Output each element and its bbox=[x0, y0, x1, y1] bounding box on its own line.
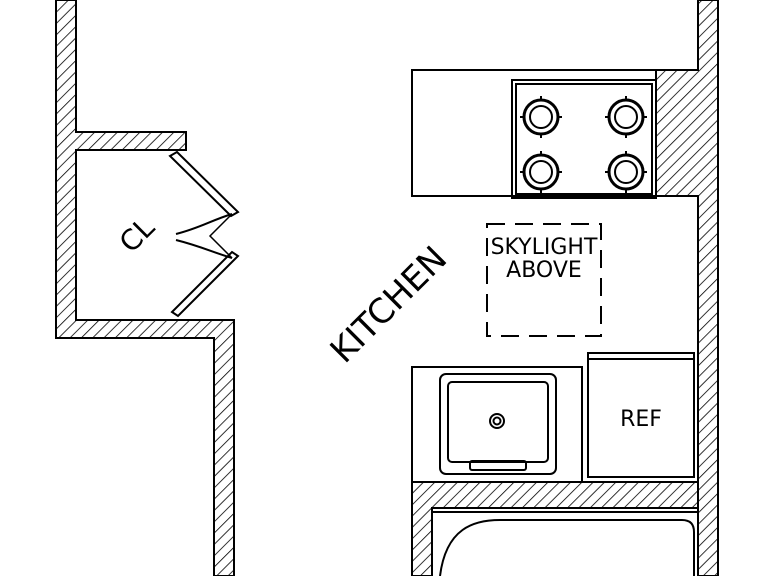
kitchen-label: KITCHEN bbox=[323, 239, 455, 371]
stove-burners bbox=[520, 96, 647, 193]
tub-partition-wall bbox=[411, 481, 699, 576]
bathtub bbox=[431, 511, 699, 576]
sink-drain-icon bbox=[489, 413, 505, 429]
skylight-label-line1: SKYLIGHT bbox=[491, 235, 598, 260]
skylight-outline bbox=[486, 223, 602, 337]
left-wall-upper bbox=[55, 0, 235, 576]
refrigerator-label: REF bbox=[620, 407, 662, 432]
sink-counter bbox=[411, 366, 583, 483]
closet-label: CL bbox=[113, 211, 161, 259]
stove-counter bbox=[411, 69, 657, 199]
refrigerator bbox=[587, 352, 695, 478]
right-wall bbox=[655, 0, 719, 576]
closet-bifold-door bbox=[168, 150, 240, 318]
skylight-label-line2: ABOVE bbox=[506, 258, 582, 283]
